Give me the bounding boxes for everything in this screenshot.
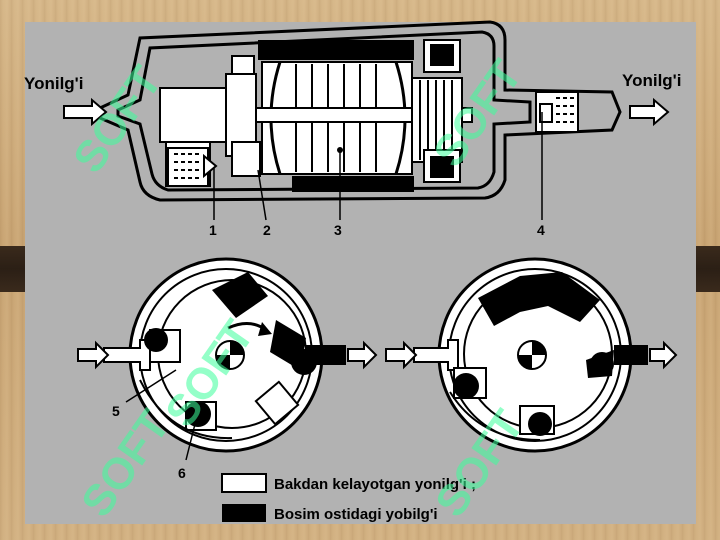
callout-2: 2 bbox=[263, 222, 271, 238]
roller-cell-right bbox=[386, 259, 676, 451]
inlet-arrow-left bbox=[78, 343, 108, 367]
outlet-arrow bbox=[630, 100, 668, 124]
outlet-arrow-left bbox=[348, 343, 376, 367]
legend-swatch-low bbox=[222, 474, 266, 492]
callout-5: 5 bbox=[112, 403, 120, 419]
callout-3: 3 bbox=[334, 222, 342, 238]
pressure-relief-valve bbox=[168, 148, 216, 186]
legend-high-pressure-text: Bosim ostidagi yobilg'i bbox=[274, 506, 438, 523]
callout-6: 6 bbox=[178, 465, 186, 481]
inlet-arrow-right bbox=[386, 343, 416, 367]
inlet-label: Yonilg'i bbox=[24, 74, 83, 93]
outlet-arrow-right bbox=[650, 343, 676, 367]
legend-swatch-high bbox=[222, 504, 266, 522]
callout-1: 1 bbox=[209, 222, 217, 238]
callout-4: 4 bbox=[537, 222, 545, 238]
watermark-4: SOFT bbox=[426, 401, 534, 525]
watermark-3: SOFT bbox=[72, 401, 180, 525]
outlet-label: Yonilg'i bbox=[622, 71, 681, 90]
